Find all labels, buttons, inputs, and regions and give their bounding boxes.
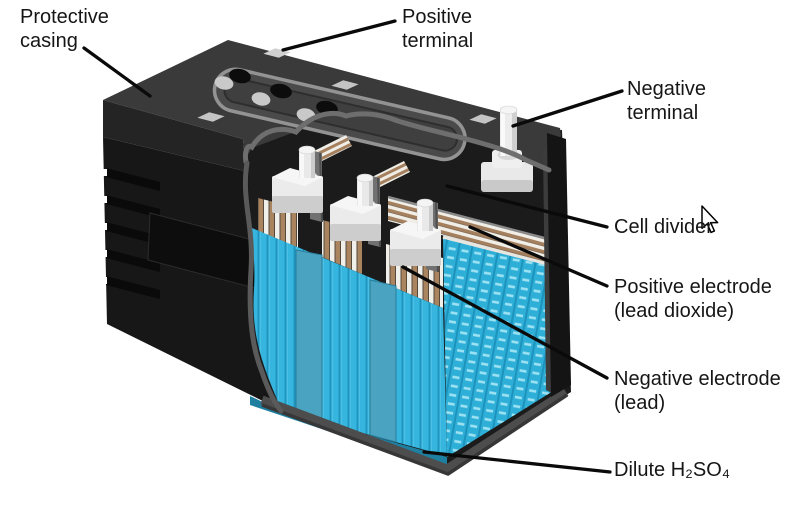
leader-lines — [82, 19, 624, 474]
vent-square — [331, 80, 359, 90]
label-negative-electrode: Negative electrode (lead) — [614, 368, 781, 414]
battery-base-rim-shadow — [261, 393, 568, 476]
vent-cap — [251, 92, 271, 106]
vent-cap — [214, 76, 234, 90]
vent-square — [197, 112, 225, 122]
cut-edge-left — [242, 160, 284, 414]
vent-hole — [229, 68, 251, 84]
label-protective-casing: Protective casing — [20, 6, 109, 52]
cell-divider-wall — [295, 249, 323, 425]
label-positive-terminal: Positive terminal — [402, 6, 474, 52]
battery-right-wall — [543, 133, 571, 397]
battery-lid-front — [103, 100, 249, 172]
leader-line-positive-terminal — [281, 19, 397, 52]
label-negative-terminal: Negative terminal — [627, 78, 706, 124]
battery-base-rim — [260, 388, 569, 474]
label-dilute-acid: Dilute H₂SO₄ — [614, 459, 730, 481]
cut-edge-top — [243, 110, 552, 173]
mouse-cursor — [701, 205, 719, 234]
leader-line-cell-divider — [445, 184, 609, 229]
leader-line-positive-electrode — [468, 225, 609, 288]
terminal-post — [330, 173, 381, 241]
vent-hole — [270, 83, 292, 99]
protective-casing-body — [103, 137, 281, 410]
casing-ribs — [101, 168, 160, 299]
leader-line-protective-casing — [82, 46, 152, 98]
label-positive-electrode: Positive electrode (lead dioxide) — [614, 276, 772, 322]
vent-square — [469, 114, 497, 124]
label-cell-divider: Cell divider — [614, 216, 713, 238]
terminal-post — [272, 145, 323, 213]
electrolyte-grid-face — [442, 235, 558, 457]
leader-line-dilute-acid — [422, 450, 612, 474]
leader-line-negative-electrode — [401, 265, 609, 380]
cell-divider-wall — [369, 279, 397, 443]
leader-line-negative-terminal — [511, 89, 624, 128]
terminal-post — [390, 198, 441, 266]
